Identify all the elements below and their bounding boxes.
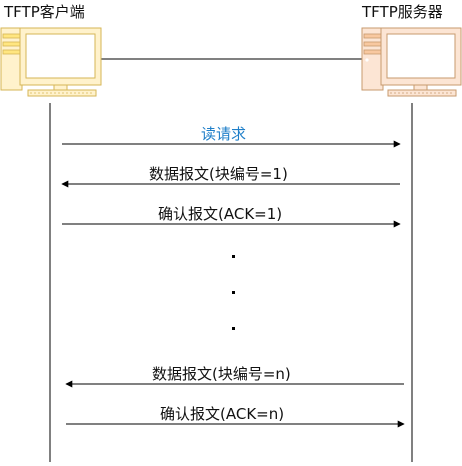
server-label: TFTP服务器 — [362, 3, 443, 21]
message-label-data-block-n: 数据报文(块编号=n) — [152, 365, 291, 383]
server-computer-icon — [361, 27, 462, 97]
ellipsis-dot — [232, 291, 235, 294]
message-label-data-block-1: 数据报文(块编号=1) — [149, 165, 288, 183]
message-label-read-request: 读请求 — [201, 125, 247, 143]
message-label-ack-n: 确认报文(ACK=n) — [160, 405, 285, 423]
message-label-ack-1: 确认报文(ACK=1) — [158, 205, 283, 223]
client-computer-icon — [0, 27, 102, 97]
client-label: TFTP客户端 — [4, 3, 85, 21]
ellipsis-dot — [232, 327, 235, 330]
ellipsis-dot — [232, 255, 235, 258]
